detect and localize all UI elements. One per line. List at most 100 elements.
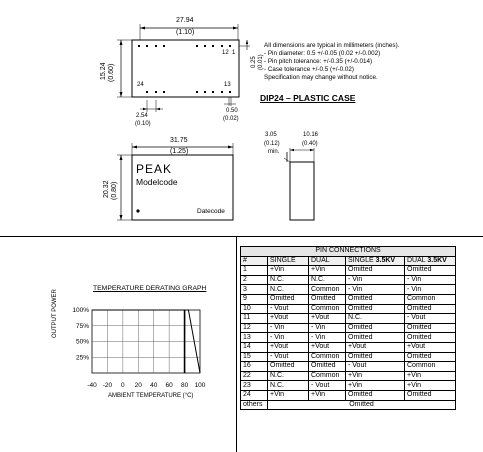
pin-function-cell: Omitted (404, 265, 456, 276)
x-tick-label: 0 (121, 382, 125, 389)
pin-function-cell: N.C. (308, 274, 346, 286)
pitch-dimension-inch: (0.10) (135, 121, 151, 127)
pin-function-cell: +Vin (345, 370, 405, 382)
pin-function-cell: Omitted (404, 351, 456, 363)
pin-function-cell: +Vout (308, 313, 346, 324)
pin-function-cell: Omitted (345, 265, 405, 276)
pin-function-cell: +Vin (404, 380, 456, 391)
table-row: 14+Vout+Vout+Vout+Vout (240, 341, 456, 353)
pin-function-cell: Omitted (267, 361, 309, 372)
width-dimension-inch: (1.10) (176, 29, 195, 36)
body-width-inch: (1.25) (170, 148, 189, 155)
note-line: - Case tolerance +/-0.5 (+/-0.02) (264, 66, 354, 73)
date-code: Datecode (197, 208, 225, 215)
pin-13-label: 13 (224, 82, 231, 88)
body-height-inch: (0.80) (111, 181, 118, 200)
pin-number-cell: 22 (240, 370, 268, 382)
y-tick-label: 75% (76, 323, 89, 330)
pin-function-cell: Omitted (345, 303, 405, 315)
y-tick-label: 25% (76, 354, 89, 361)
kv-rating: 3.5KV (427, 256, 447, 264)
body-height: 20.32 (103, 180, 110, 198)
pin-function-cell: - Vin (267, 332, 309, 343)
pin-function-cell: Omitted (404, 332, 456, 343)
pin-function-cell: +Vin (267, 265, 309, 276)
pin-length-note: min. (268, 149, 280, 155)
pin-function-cell: - Vin (308, 332, 346, 343)
x-tick-label: 40 (150, 382, 158, 389)
pin-function-cell: Common (404, 293, 456, 305)
note-line: All dimensions are typical in millimeter… (264, 42, 400, 49)
pin-function-cell: N.C. (267, 380, 309, 391)
pin-function-cell: - Vout (267, 303, 309, 315)
brand-logo: PEAK (136, 162, 173, 176)
pin-length-inch: (0.12) (264, 141, 280, 147)
pin-connections-table: PIN CONNECTIONS # SINGLE DUAL SINGLE 3.5… (240, 246, 456, 411)
pin-function-cell: - Vin (267, 322, 309, 334)
pin-function-cell: +Vout (267, 313, 309, 324)
graph-title: TEMPERATURE DERATING GRAPH (93, 285, 207, 292)
pin-function-cell: Omitted (308, 293, 346, 305)
y-tick-label: 100% (72, 307, 89, 314)
y-tick-label: 50% (76, 339, 89, 346)
dim-025: 0.25 (251, 56, 257, 68)
note-line: - Pin diameter: 0.5 +/-0.05 (0.02 +/-0.0… (264, 50, 381, 57)
pin-function-cell: - Vin (345, 274, 405, 286)
pin-number-cell: 14 (240, 341, 268, 353)
pin-function-cell: Common (308, 370, 346, 382)
pin-length: 3.05 (265, 132, 277, 138)
pin-function-cell: N.C. (267, 274, 309, 286)
pin-function-cell: Omitted (404, 389, 456, 401)
pin-function-cell: +Vout (404, 341, 456, 353)
pin-number-cell: 9 (240, 293, 268, 305)
height-dimension-inch: (0.60) (108, 63, 115, 82)
pin-function-cell: Omitted (345, 322, 405, 334)
pin-function-cell: +Vin (308, 389, 346, 401)
pin-function-cell: +Vout (308, 341, 346, 353)
pin-number-cell: 3 (240, 284, 268, 295)
pitch-dimension: 2.54 (136, 113, 148, 119)
graph-x-label: AMBIENT TEMPERATURE (°C) (108, 393, 194, 399)
pin-number-cell: 13 (240, 332, 268, 343)
x-tick-label: 100 (195, 382, 206, 389)
derating-line (92, 309, 201, 374)
pin-function-cell: Omitted (345, 332, 405, 343)
note-line: - Pin pitch tolerance: +/-0.35 (+/-0.014… (264, 58, 373, 65)
section-divider-vertical (236, 236, 237, 452)
dim-050: 0.50 (226, 108, 238, 114)
pin-function-cell: Common (308, 351, 346, 363)
kv-rating: 3.5KV (375, 256, 396, 264)
others-value: Omitted (267, 399, 456, 411)
x-tick-label: -40 (87, 382, 97, 389)
table-title: PIN CONNECTIONS (240, 246, 456, 257)
pin-function-cell: Common (308, 303, 346, 315)
pin-function-cell: +Vout (267, 341, 309, 353)
spec-notes: All dimensions are typical in millimeter… (264, 42, 399, 82)
pin-function-cell: - Vin (404, 284, 456, 295)
pin-function-cell: - Vout (267, 351, 309, 363)
case-thickness: 10.16 (303, 132, 319, 138)
pin-function-cell: +Vout (345, 341, 405, 353)
pin-function-cell: - Vout (404, 313, 456, 324)
column-header: SINGLE 3.5KV (345, 255, 405, 267)
top-view-drawing (117, 24, 315, 221)
column-header: # (240, 255, 268, 267)
pin-function-cell: Omitted (308, 361, 346, 372)
column-header-text: DUAL (407, 256, 428, 264)
column-header-text: SINGLE (348, 256, 376, 264)
note-line: Specification may change without notice. (264, 74, 378, 81)
pin-1-label: 1 (232, 50, 236, 56)
